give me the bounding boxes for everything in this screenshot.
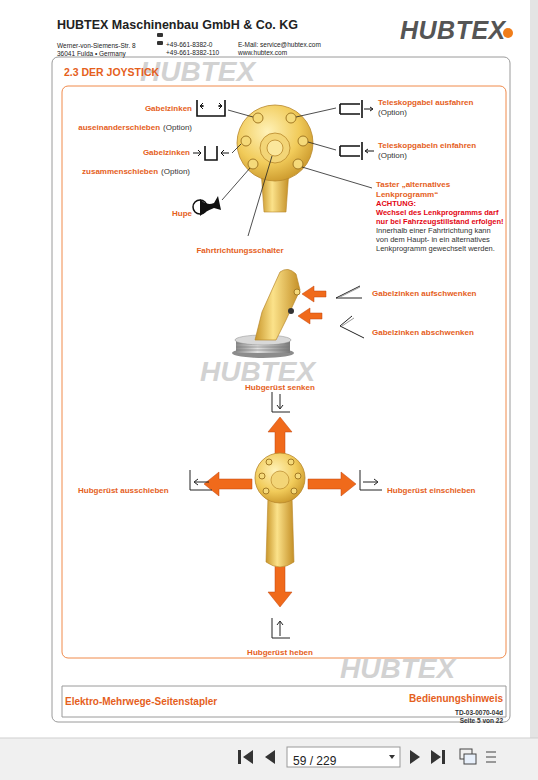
function-label: Hubgerüst ausschieben xyxy=(78,486,169,495)
joystick-side-view xyxy=(232,269,300,358)
warning-note: ACHTUNG: xyxy=(376,199,504,208)
label-group: Elektro-Mehrwege-Seitenstapler xyxy=(65,690,217,709)
warning-note: Taster „alternatives Lenkprogramm“ xyxy=(376,180,504,199)
function-label: Gabelzinken abschwenken xyxy=(372,328,474,337)
fax: +49-661-8382-110 xyxy=(166,49,219,56)
function-label: Fahrtrichtungsschalter xyxy=(196,246,283,255)
label-group: HUBTEX xyxy=(400,15,506,45)
function-label: (Option) xyxy=(378,151,503,161)
label-group: 59 / 229 xyxy=(293,750,336,769)
leader-lines xyxy=(222,108,372,236)
fork-icons xyxy=(193,100,374,160)
label-group: Gabelzinken aufschwenken xyxy=(372,281,476,300)
logo: HUBTEX xyxy=(400,16,506,44)
phone-icons xyxy=(157,33,163,45)
label-group: +49-661-8382-0 xyxy=(166,32,212,51)
page-counter: 59 / 229 xyxy=(293,754,336,768)
horn-icon xyxy=(193,196,221,216)
footer-title: Bedienungshinweis xyxy=(409,693,503,704)
label-group: HUBTEX xyxy=(340,652,455,686)
label-group: Gabelzinken zusammenschieben(Option) xyxy=(72,140,190,178)
page-number: Seite 5 von 22 xyxy=(460,717,503,724)
label-group: HUBTEX Maschinenbau GmbH & Co. KG xyxy=(57,14,298,33)
label-group: Gabelzinken abschwenken xyxy=(372,320,474,339)
function-label: (Option) xyxy=(163,123,192,132)
label-group: Hubgerüst ausschieben xyxy=(78,478,169,497)
label-group: Gabelzinken auseinanderschieben(Option) xyxy=(62,96,192,134)
function-label: Hubgerüst einschieben xyxy=(387,486,475,495)
function-label: (Option) xyxy=(378,108,503,118)
label-group: Taster „alternatives Lenkprogramm“ACHTUN… xyxy=(376,180,504,253)
warning-note: Innerhalb einer Fahrtrichtung kann von d… xyxy=(376,226,504,253)
label-group: Fahrtrichtungsschalter xyxy=(180,238,300,257)
label-group: Hupe xyxy=(150,201,192,220)
function-label: (Option) xyxy=(161,167,190,176)
watermark: HUBTEX xyxy=(340,653,455,684)
address: Werner-von-Siemens-Str. 8 xyxy=(57,42,136,49)
label-group: Seite 5 von 22 xyxy=(380,708,503,727)
watermark: HUBTEX xyxy=(200,356,315,387)
function-label: Teleskopgabeln einfahren xyxy=(378,141,503,151)
footer-title: Elektro-Mehrwege-Seitenstapler xyxy=(65,696,217,707)
label-group: Hubgerüst einschieben xyxy=(387,478,475,497)
company-name: HUBTEX Maschinenbau GmbH & Co. KG xyxy=(57,18,298,32)
function-label: Hupe xyxy=(172,209,192,218)
function-label: Gabelzinken aufschwenken xyxy=(372,289,476,298)
website: www.hubtex.com xyxy=(238,49,287,56)
warning-note: Wechsel des Lenkprogramms darf nur bei F… xyxy=(376,208,504,226)
document-number: TD-03-0070-04d xyxy=(455,709,503,716)
function-label: Hubgerüst heben xyxy=(247,648,313,657)
label-group: 2.3 DER JOYSTICK xyxy=(64,61,159,80)
joystick-top-view xyxy=(237,105,313,212)
function-label: Hubgerüst senken xyxy=(245,383,315,392)
label-group: Teleskopgabel ausfahren(Option) xyxy=(378,98,503,117)
section-title: 2.3 DER JOYSTICK xyxy=(64,66,159,78)
label-group: Hubgerüst heben xyxy=(200,640,360,659)
orange-arrows xyxy=(204,286,356,607)
label-group: E-Mail: service@hubtex.com xyxy=(238,32,321,51)
joystick-bottom-view xyxy=(255,453,305,567)
address: 36041 Fulda • Germany xyxy=(57,50,126,57)
label-group: Hubgerüst senken xyxy=(200,375,360,394)
viewer-frame xyxy=(52,0,538,738)
label-group: Bedienungshinweis xyxy=(340,687,503,706)
viewer-toolbar xyxy=(0,738,538,780)
swivel-icons xyxy=(336,286,364,338)
label-group: 36041 Fulda • Germany xyxy=(57,41,126,60)
label-group: Werner-von-Siemens-Str. 8 xyxy=(57,33,136,52)
mast-icons xyxy=(190,392,382,638)
email: E-Mail: service@hubtex.com xyxy=(238,41,321,48)
function-label: Teleskopgabel ausfahren xyxy=(378,98,503,108)
label-group: TD-03-0070-04d xyxy=(380,700,503,719)
label-group: Teleskopgabeln einfahren(Option) xyxy=(378,141,503,160)
phone: +49-661-8382-0 xyxy=(166,41,212,48)
